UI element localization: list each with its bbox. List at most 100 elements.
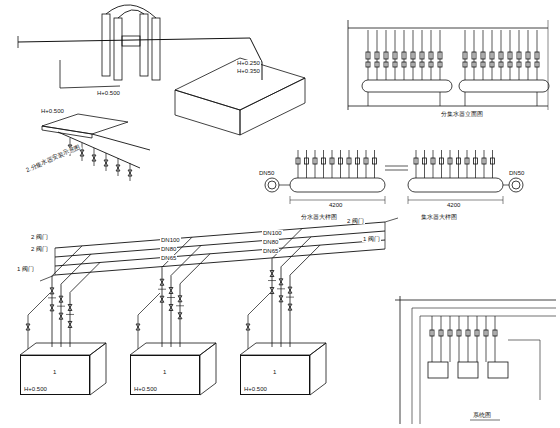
manifold-body (290, 178, 385, 192)
pipe-end (55, 248, 56, 275)
valve-symbol (375, 52, 379, 59)
fitting-mark (286, 297, 294, 298)
manifold-body (122, 36, 140, 46)
valve-symbol (270, 288, 274, 294)
valve-symbol (26, 324, 30, 330)
frame-line (420, 316, 556, 317)
valve-symbol (457, 330, 461, 336)
tank-top (240, 343, 326, 355)
pipe-line (468, 316, 469, 362)
support-column (114, 18, 122, 80)
fitting-mark (167, 297, 175, 298)
pipe-line (474, 30, 475, 80)
tank-top (20, 343, 106, 355)
valve-symbol (411, 62, 415, 67)
drawing-title: 2.分集水器安装示意图 (24, 143, 82, 173)
valve-symbol (322, 158, 326, 164)
frame-line (412, 308, 413, 424)
valve-symbol (508, 62, 512, 67)
pipe-line (180, 254, 210, 284)
elevation-mark: H+0.500 (134, 386, 157, 392)
pipe-line (385, 170, 408, 171)
valve-symbol (178, 296, 182, 302)
valve-symbol (169, 304, 173, 310)
annotation: H+0.500 (40, 108, 65, 114)
valve-symbol (393, 62, 397, 67)
valve-symbol (429, 52, 433, 59)
pipe-bend (118, 10, 144, 18)
dimension-tick (503, 196, 504, 204)
manifold-body (408, 178, 503, 192)
annotation: 2 阀门 (346, 218, 365, 224)
tank-side (310, 343, 326, 395)
valve-symbol (246, 324, 250, 330)
pipe-line (477, 316, 478, 362)
pipe-line (52, 276, 53, 347)
pipe-line (368, 30, 369, 80)
callout-number: 1 (53, 369, 56, 375)
valve-symbol (364, 158, 368, 164)
valve-symbol (535, 52, 539, 59)
fitting-mark (48, 297, 56, 298)
support-leg (465, 92, 466, 106)
valve-symbol (136, 324, 140, 330)
valve-symbol (430, 330, 434, 336)
valve-symbol (375, 62, 379, 67)
pipe-line (459, 316, 460, 362)
pipe-line (28, 293, 50, 315)
pipe-line (248, 315, 249, 349)
valve-symbol (305, 158, 309, 164)
valve-symbol (440, 158, 444, 164)
pipe-line (503, 185, 509, 186)
elevation-mark: H+0.500 (244, 386, 267, 392)
valve-symbol (50, 288, 54, 294)
annotation: DN65 (262, 248, 279, 254)
support-column (152, 18, 160, 80)
slab-top (42, 114, 128, 134)
valve-symbol (279, 279, 283, 285)
pipe-line (138, 315, 139, 349)
pipe-line (138, 293, 160, 315)
pipe-section (268, 181, 276, 189)
frame-line (420, 316, 421, 424)
valve-symbol (330, 158, 334, 164)
valve-symbol (128, 170, 132, 176)
valve-symbol (59, 296, 63, 302)
valve-symbol (526, 52, 530, 59)
valve-symbol (279, 296, 283, 302)
annotation: DN65 (160, 255, 177, 261)
drawing-title: 分集水器立面图 (440, 111, 484, 117)
pipe-line (492, 30, 493, 80)
valve-symbol (68, 321, 72, 327)
pipe-line (465, 30, 466, 80)
pipe-line (18, 38, 250, 42)
pipe-line (281, 237, 311, 267)
pipe-line (279, 185, 290, 186)
dimension-line (290, 200, 385, 201)
annotation: 1 阀门 (362, 236, 381, 242)
pipe-line (540, 340, 541, 400)
fitting-mark (277, 288, 285, 289)
valve-symbol (463, 62, 467, 67)
pipe-line (250, 38, 262, 62)
valve-symbol (384, 62, 388, 67)
valve-symbol (517, 52, 521, 59)
pipe-line (431, 30, 432, 80)
valve-symbol (50, 305, 54, 311)
valve-symbol (481, 52, 485, 59)
callout-number: 1 (273, 369, 276, 375)
title-underline (470, 420, 500, 421)
pipe-section (265, 178, 279, 192)
pipe-line (60, 86, 120, 88)
pipe-line (450, 316, 451, 362)
valve-symbol (288, 287, 292, 293)
pipe-line (404, 30, 405, 80)
tank-top (130, 343, 216, 355)
pipe-line (432, 316, 433, 362)
support-leg (537, 92, 538, 106)
valve-symbol (313, 158, 317, 164)
pipe-line (28, 315, 29, 349)
frame-line (348, 20, 349, 110)
support-column (140, 14, 148, 76)
valve-symbol (472, 52, 476, 59)
